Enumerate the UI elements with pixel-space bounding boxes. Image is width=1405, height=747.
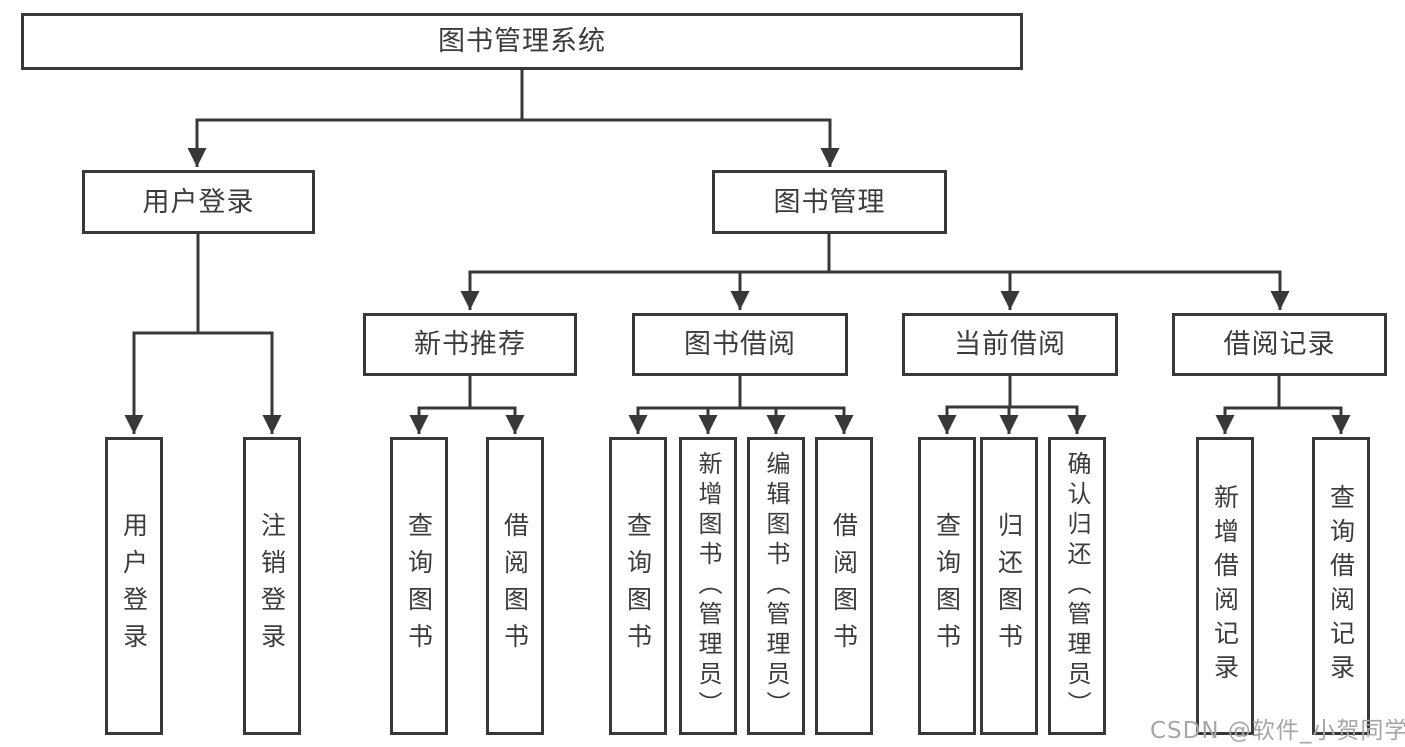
leaf-query-books-current: 查询图书 — [918, 437, 976, 735]
leaf-return-books-label: 归还图书 — [994, 512, 1024, 660]
leaf-query-borrow-record-label: 查询借阅记录 — [1326, 484, 1356, 688]
node-book-borrow-label: 图书借阅 — [684, 329, 796, 360]
node-current-borrow: 当前借阅 — [902, 313, 1118, 376]
leaf-return-books: 归还图书 — [980, 437, 1038, 735]
leaf-add-books-admin-label: 新增图书（管理员） — [694, 451, 722, 721]
node-current-borrow-label: 当前借阅 — [954, 329, 1066, 360]
node-user-login-label: 用户登录 — [142, 186, 255, 218]
leaf-borrow-books-borrow-label: 借阅图书 — [829, 512, 859, 660]
leaf-confirm-return-admin: 确认归还（管理员） — [1048, 437, 1106, 735]
watermark: CSDN @软件_小贺同学 — [1150, 718, 1405, 744]
leaf-logout: 注销登录 — [243, 437, 301, 735]
node-book-management-label: 图书管理 — [773, 186, 886, 218]
leaf-query-books-borrow-label: 查询图书 — [623, 512, 653, 660]
leaf-logout-label: 注销登录 — [257, 512, 287, 660]
leaf-query-books-borrow: 查询图书 — [609, 437, 667, 735]
leaf-borrow-books-borrow: 借阅图书 — [815, 437, 873, 735]
leaf-edit-books-admin-label: 编辑图书（管理员） — [762, 451, 790, 721]
leaf-query-books-current-label: 查询图书 — [932, 512, 962, 660]
node-root-label: 图书管理系统 — [438, 26, 606, 57]
leaf-borrow-books-recommend: 借阅图书 — [486, 437, 544, 735]
leaf-user-login: 用户登录 — [105, 437, 163, 735]
leaf-add-books-admin: 新增图书（管理员） — [679, 437, 737, 735]
node-borrow-records-label: 借阅记录 — [1223, 329, 1336, 360]
leaf-user-login-label: 用户登录 — [119, 512, 149, 660]
leaf-query-borrow-record: 查询借阅记录 — [1312, 437, 1370, 735]
node-new-book-recommend: 新书推荐 — [363, 313, 577, 376]
node-new-book-recommend-label: 新书推荐 — [414, 329, 526, 360]
leaf-query-books-recommend: 查询图书 — [390, 437, 448, 735]
node-user-login: 用户登录 — [82, 170, 315, 234]
leaf-add-borrow-record-label: 新增借阅记录 — [1210, 484, 1240, 688]
leaf-add-borrow-record: 新增借阅记录 — [1196, 437, 1254, 735]
leaf-borrow-books-recommend-label: 借阅图书 — [500, 512, 530, 660]
node-root: 图书管理系统 — [21, 13, 1023, 70]
leaf-edit-books-admin: 编辑图书（管理员） — [747, 437, 805, 735]
node-borrow-records: 借阅记录 — [1172, 313, 1387, 376]
node-book-borrow: 图书借阅 — [632, 313, 848, 376]
leaf-query-books-recommend-label: 查询图书 — [404, 512, 434, 660]
node-book-management: 图书管理 — [712, 170, 947, 234]
leaf-confirm-return-admin-label: 确认归还（管理员） — [1063, 451, 1091, 721]
